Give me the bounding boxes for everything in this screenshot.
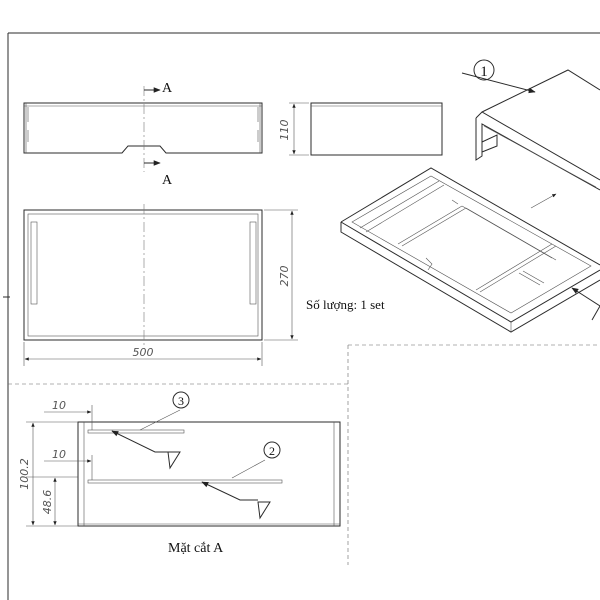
- section-view: [26, 405, 341, 527]
- section-mark-bottom: A: [162, 173, 173, 188]
- dim-section-lower: 48.6: [41, 490, 54, 515]
- callout-2-circle: [263, 441, 281, 459]
- dim-section-offset-top: 10: [52, 399, 66, 412]
- quantity-label: Số lượng: 1 set: [306, 297, 385, 312]
- sheet-frame: [3, 32, 600, 600]
- plan-view: [23, 204, 298, 366]
- callout-2-label: 2: [269, 444, 275, 458]
- dim-section-height: 100.2: [18, 458, 31, 490]
- section-title: Mặt cắt A: [168, 541, 224, 556]
- callout-3-circle: [172, 391, 190, 409]
- callout-1-label: 1: [480, 64, 488, 80]
- dim-plan-width: 500: [133, 346, 154, 359]
- dim-plan-depth: 270: [278, 266, 291, 287]
- iso-shelf: [461, 69, 600, 191]
- dim-section-offset-mid: 10: [52, 448, 66, 461]
- front-view: [23, 86, 263, 172]
- section-mark-top: A: [162, 81, 173, 96]
- dim-front-height: 110: [278, 120, 291, 141]
- callout-1-circle: [473, 59, 495, 81]
- callout-3-label: 3: [178, 394, 184, 408]
- side-view: [289, 102, 443, 156]
- iso-drawer: [340, 167, 600, 333]
